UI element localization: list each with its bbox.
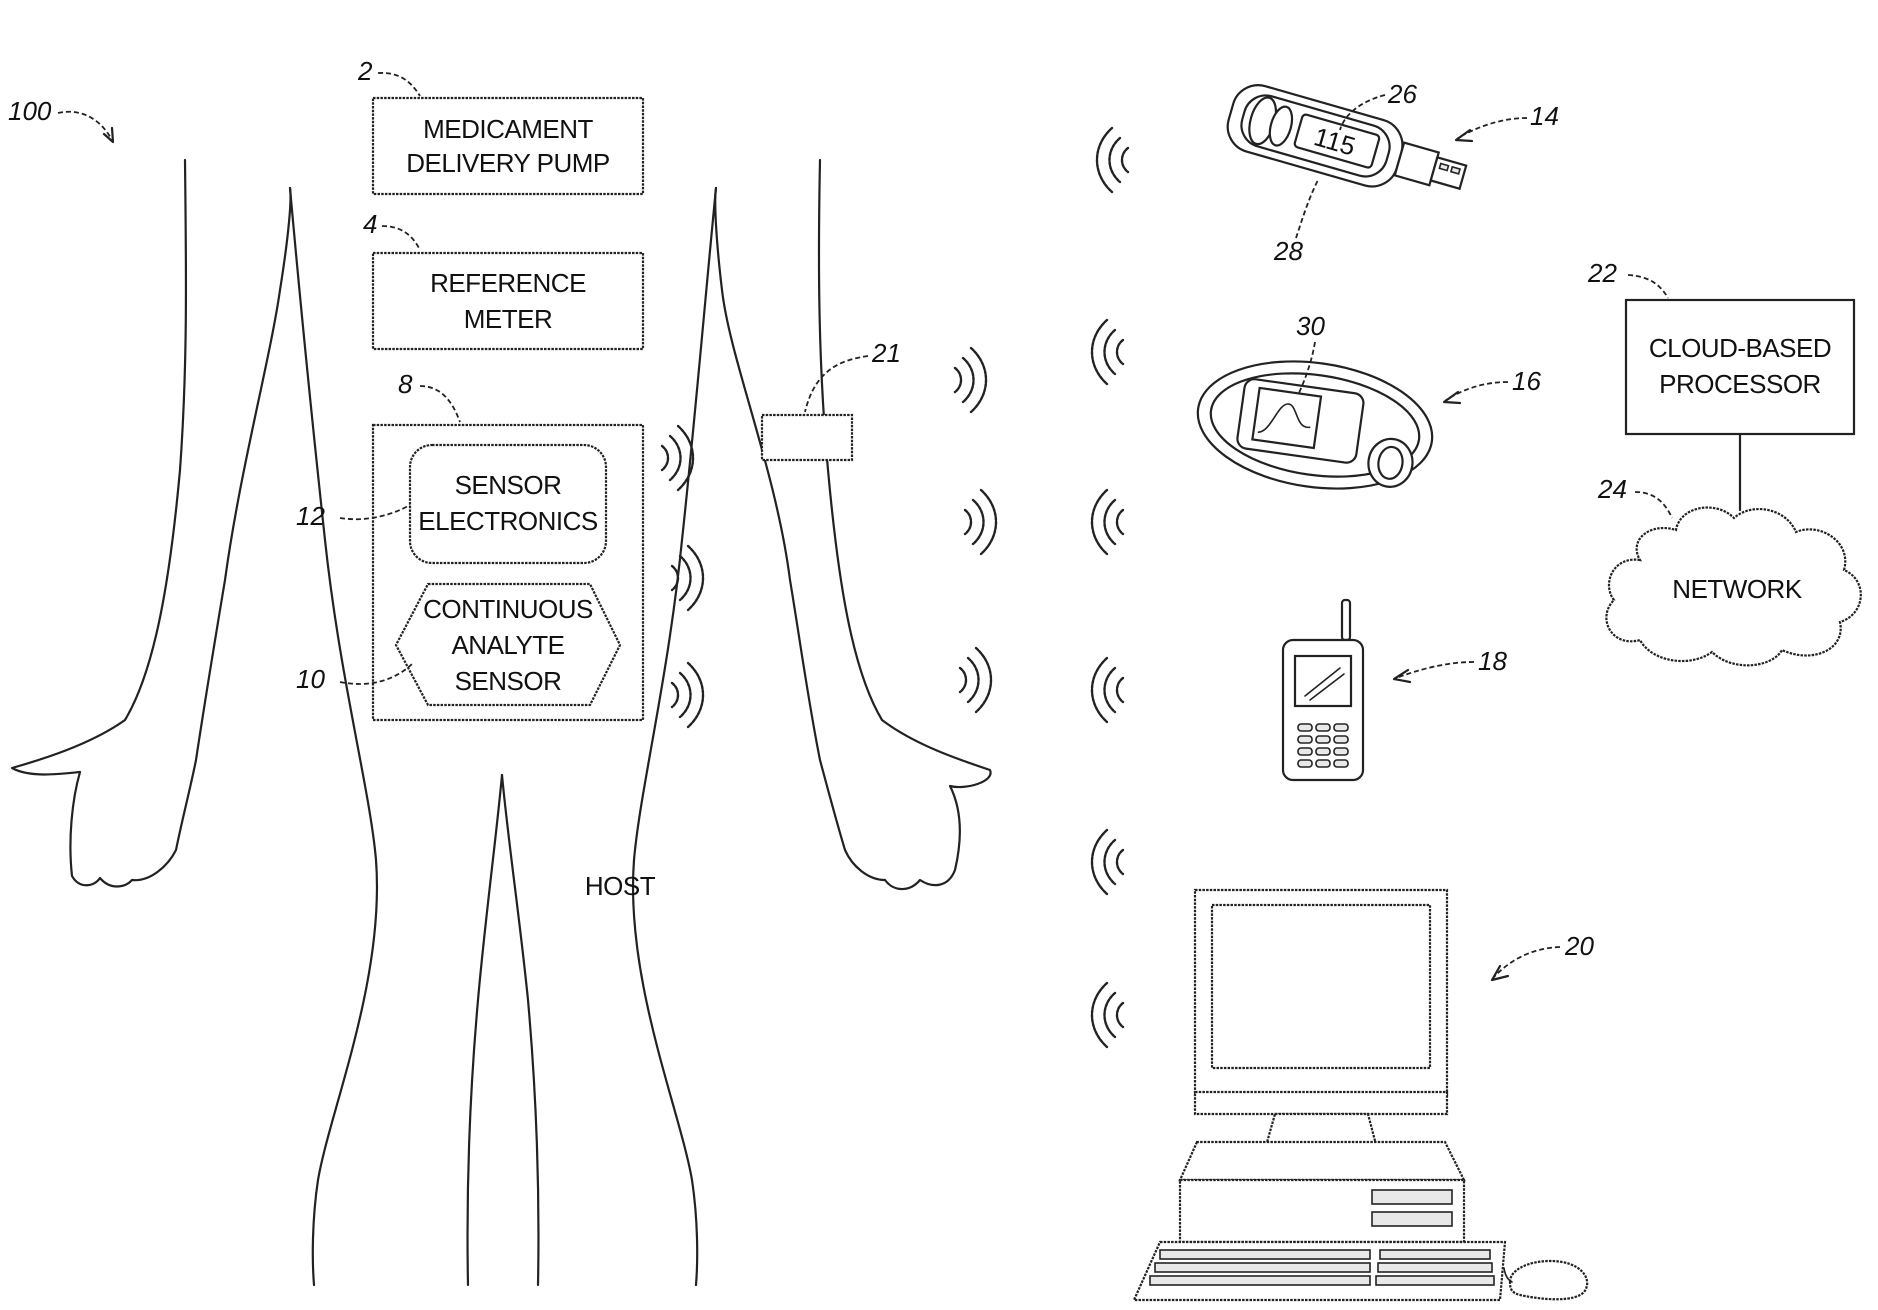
ref-label-30: 30 — [1296, 311, 1325, 341]
ref-label-20: 20 — [1564, 931, 1594, 961]
ref-label-14: 14 — [1530, 101, 1559, 131]
monitor-screen — [1212, 905, 1430, 1068]
signal-wave-icon — [1092, 830, 1123, 894]
computer-mouse — [1510, 1261, 1587, 1299]
leader-100 — [58, 112, 112, 140]
signal-wave-icon — [960, 648, 991, 712]
ref-label-8: 8 — [398, 369, 413, 399]
ref-label-100: 100 — [8, 96, 52, 126]
desktop-computer — [1134, 890, 1587, 1300]
leader-22 — [1628, 275, 1668, 298]
meter-label-line2: METER — [464, 304, 553, 334]
host-label: HOST — [585, 871, 656, 901]
sensor-electronics — [410, 445, 606, 563]
medicament-delivery-pump: MEDICAMENT DELIVERY PUMP — [373, 98, 643, 194]
sensor-system: SENSOR ELECTRONICS CONTINUOUS ANALYTE SE… — [373, 425, 643, 720]
ref-label-22: 22 — [1587, 258, 1617, 288]
meter-label-line1: REFERENCE — [430, 268, 586, 298]
ref-label-10: 10 — [296, 664, 325, 694]
usb-receiver-device: 115 — [1222, 79, 1472, 211]
signal-wave-icon — [672, 546, 703, 610]
signal-wave-icon — [1092, 490, 1123, 554]
ref-label-16: 16 — [1512, 366, 1541, 396]
disk-drive — [1372, 1190, 1452, 1204]
analyte-label-line1: CONTINUOUS — [423, 594, 593, 624]
signal-wave-icon — [1092, 320, 1123, 384]
leader-16 — [1446, 382, 1508, 400]
ref-label-18: 18 — [1478, 646, 1507, 676]
signal-wave-icon — [965, 490, 996, 554]
signal-wave-icon — [1092, 983, 1123, 1047]
phone-antenna — [1342, 600, 1350, 640]
signal-wave-icon — [1092, 658, 1123, 722]
cloud-processor-label-line1: CLOUD-BASED — [1649, 333, 1831, 363]
leader-21 — [805, 356, 868, 412]
ref-label-4: 4 — [363, 209, 377, 239]
signal-wave-icon — [672, 663, 703, 727]
pump-label-line1: MEDICAMENT — [423, 114, 593, 144]
arm-patch-device — [762, 415, 852, 460]
ref-label-12: 12 — [296, 501, 325, 531]
disk-drive — [1372, 1212, 1452, 1226]
leader-8 — [420, 386, 460, 422]
computer-case-top — [1180, 1142, 1464, 1180]
network-label: NETWORK — [1672, 574, 1803, 604]
cloud-processor-label-line2: PROCESSOR — [1659, 369, 1821, 399]
keyboard-keys — [1150, 1250, 1494, 1285]
ref-label-2: 2 — [357, 56, 373, 86]
signal-wave-icon — [955, 348, 986, 412]
wireless-signal-icons — [662, 128, 1128, 1047]
analyte-label-line2: ANALYTE — [451, 630, 564, 660]
pump-label-line2: DELIVERY PUMP — [406, 148, 610, 178]
leader-24 — [1635, 492, 1672, 518]
reference-meter: REFERENCE METER — [373, 253, 643, 349]
analyte-label-line3: SENSOR — [455, 666, 562, 696]
leader-14 — [1458, 118, 1527, 138]
electronics-label-line1: SENSOR — [455, 470, 562, 500]
ref-label-21: 21 — [871, 338, 901, 368]
ref-label-26: 26 — [1387, 79, 1417, 109]
ref-label-24: 24 — [1597, 474, 1627, 504]
arrowhead-20 — [1492, 966, 1508, 980]
signal-wave-icon — [1097, 128, 1128, 192]
monitor-bezel — [1195, 1092, 1447, 1114]
leader-4 — [382, 226, 420, 250]
leader-28 — [1296, 180, 1318, 238]
electronics-label-line2: ELECTRONICS — [418, 506, 598, 536]
cloud-based-processor: CLOUD-BASED PROCESSOR — [1626, 300, 1854, 434]
leader-20 — [1494, 947, 1560, 977]
mobile-phone-device — [1283, 600, 1363, 780]
handheld-receiver-device — [1190, 347, 1441, 503]
leader-2 — [378, 73, 420, 96]
ref-label-28: 28 — [1273, 236, 1303, 266]
